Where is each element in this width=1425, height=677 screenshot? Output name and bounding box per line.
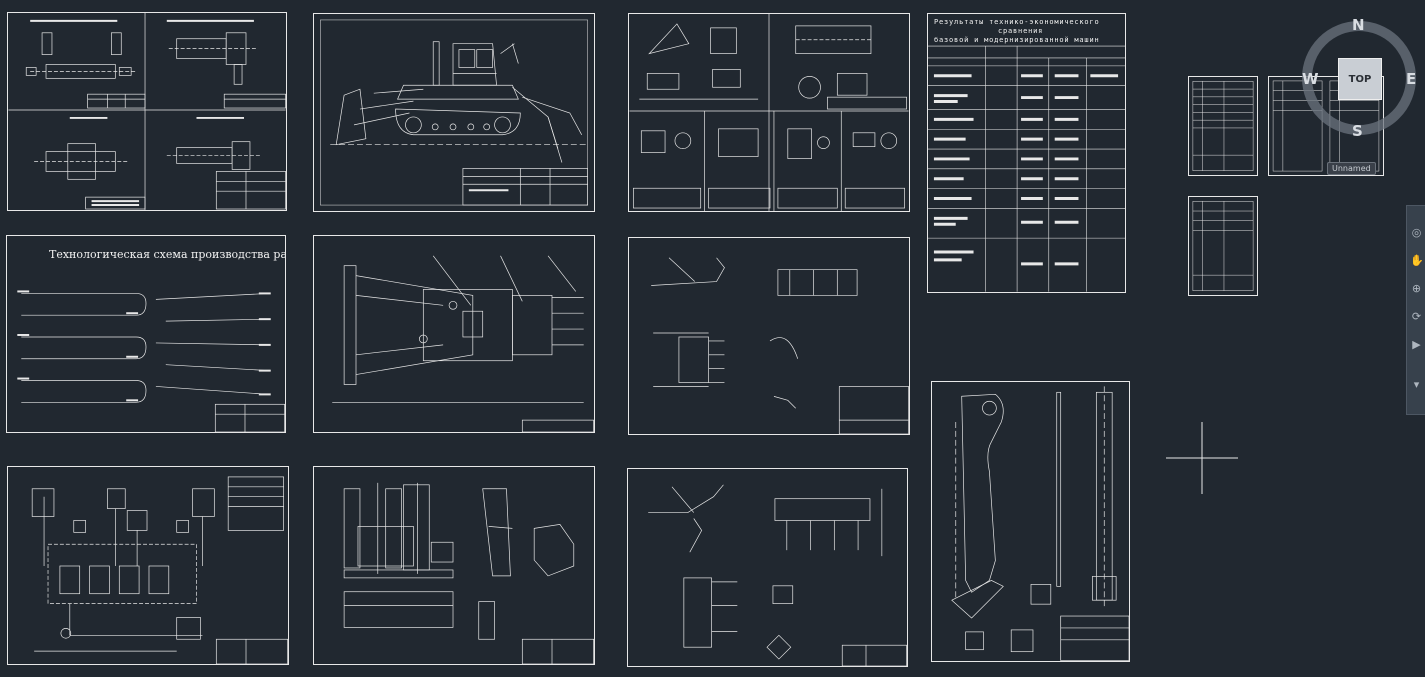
drawing-sheet-bracket-assembly[interactable] [313,466,595,665]
ripper-details-linework [651,257,909,434]
drawing-sheet-bulldozer-top-view[interactable] [313,235,595,433]
showmotion-icon[interactable]: ▶ [1412,338,1421,351]
drawing-sheet-spec-1[interactable] [1188,76,1258,176]
compass-west[interactable]: W [1302,70,1319,88]
wcs-menu[interactable]: Unnamed [1327,162,1376,175]
drawing-sheet-detail-panels[interactable] [628,13,910,212]
viewcube-top-face[interactable]: TOP [1338,58,1382,100]
pan-icon[interactable]: ✋ [1410,254,1424,267]
drawing-sheet-ripper-assembly[interactable] [627,468,908,667]
compass-east[interactable]: E [1406,70,1417,88]
drawing-sheet-process-scheme[interactable]: Технологическая схема производства работ [6,235,286,433]
drawing-sheet-shaft-details[interactable] [7,12,287,211]
navbar-menu-icon[interactable]: ▾ [1413,378,1420,391]
bulldozer-top-linework [332,255,594,432]
drawing-sheet-economic-table[interactable]: Результаты технико-экономического сравне… [927,13,1126,293]
drawing-sheet-ripper-details[interactable] [628,237,910,435]
drawing-sheet-bulldozer-side-view[interactable] [313,13,595,212]
drawing-sheet-hydraulic-scheme[interactable] [7,466,289,665]
compass-north[interactable]: N [1352,16,1365,34]
viewcube[interactable]: N W E S TOP Unnamed [1300,14,1420,184]
compass-south[interactable]: S [1352,122,1363,140]
process-scheme-linework [17,290,285,432]
steering-wheel-icon[interactable]: ◎ [1411,226,1422,239]
drawing-sheet-spec-3[interactable] [1188,196,1258,296]
bracket-assembly-linework [343,482,594,664]
ripper-assembly-linework [648,484,907,666]
econ-table-title-2: сравнения [998,27,1044,35]
viewcube-compass-ring [1302,21,1416,135]
navigation-bar: ◎ ✋ ⊕ ⟳ ▶ ▾ [1406,205,1425,415]
hydraulic-scheme-linework [31,476,288,664]
orbit-icon[interactable]: ⟳ [1411,310,1422,323]
tooth-part-linework [951,386,1129,661]
crosshair-cursor [1166,422,1238,494]
shaft-details-linework [8,13,286,210]
detail-panels-linework [629,14,909,211]
econ-table-title-1: Результаты технико-экономического [934,18,1100,26]
bulldozer-side-linework [320,19,588,206]
zoom-icon[interactable]: ⊕ [1411,282,1422,295]
spec-3-grid [1192,201,1254,291]
drawing-sheet-tooth-part[interactable] [931,381,1130,662]
process-scheme-title: Технологическая схема производства работ [49,248,286,261]
spec-1-grid [1192,81,1254,171]
econ-table-title-3: базовой и модернизированной машин [934,36,1100,44]
econ-table-grid [928,45,1125,292]
